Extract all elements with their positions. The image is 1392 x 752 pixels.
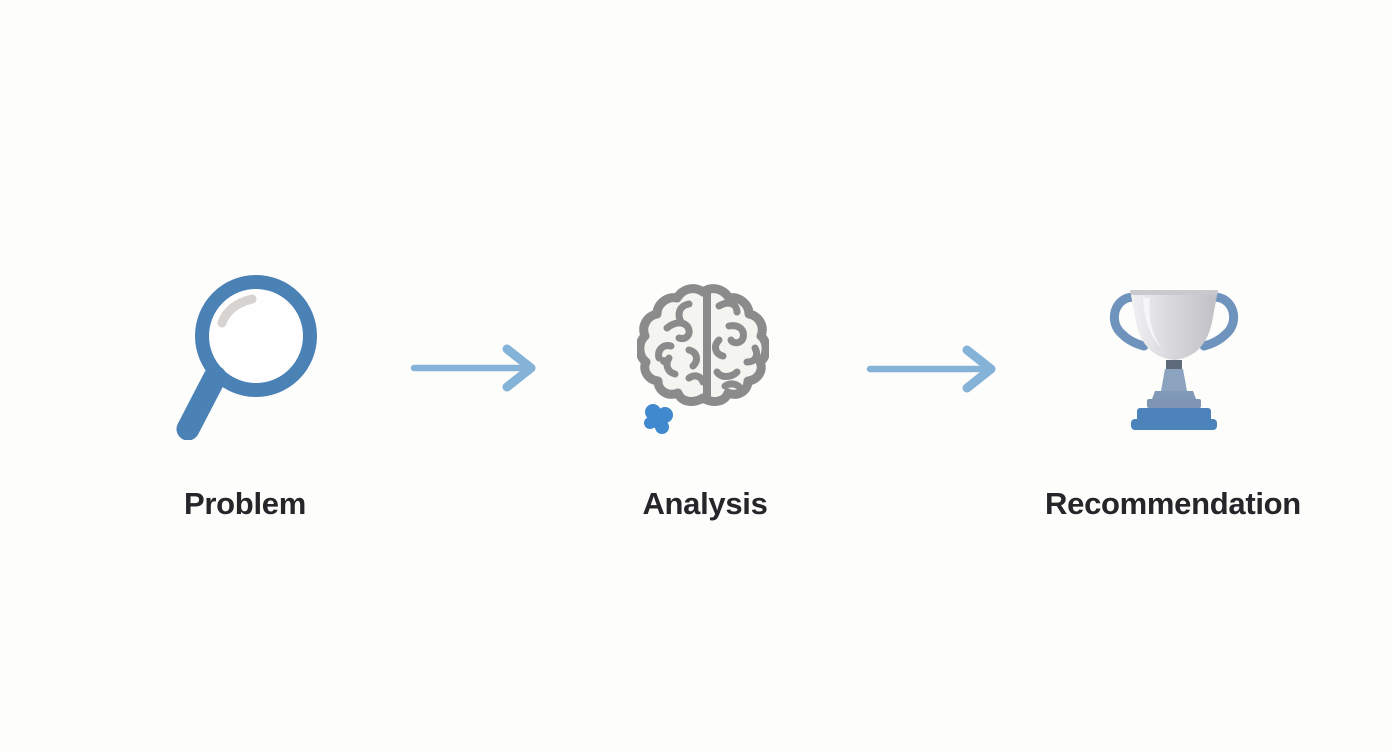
arrow-right-icon [410, 344, 536, 392]
step-label-analysis: Analysis [642, 486, 768, 521]
trophy-icon [1106, 288, 1242, 432]
step-label-recommendation: Recommendation [1045, 486, 1301, 521]
arrow-right-icon [866, 345, 996, 393]
magnifier-icon [170, 265, 330, 440]
brain-icon [637, 284, 769, 436]
blue-blob-accent [644, 404, 673, 434]
step-label-problem: Problem [184, 486, 306, 521]
